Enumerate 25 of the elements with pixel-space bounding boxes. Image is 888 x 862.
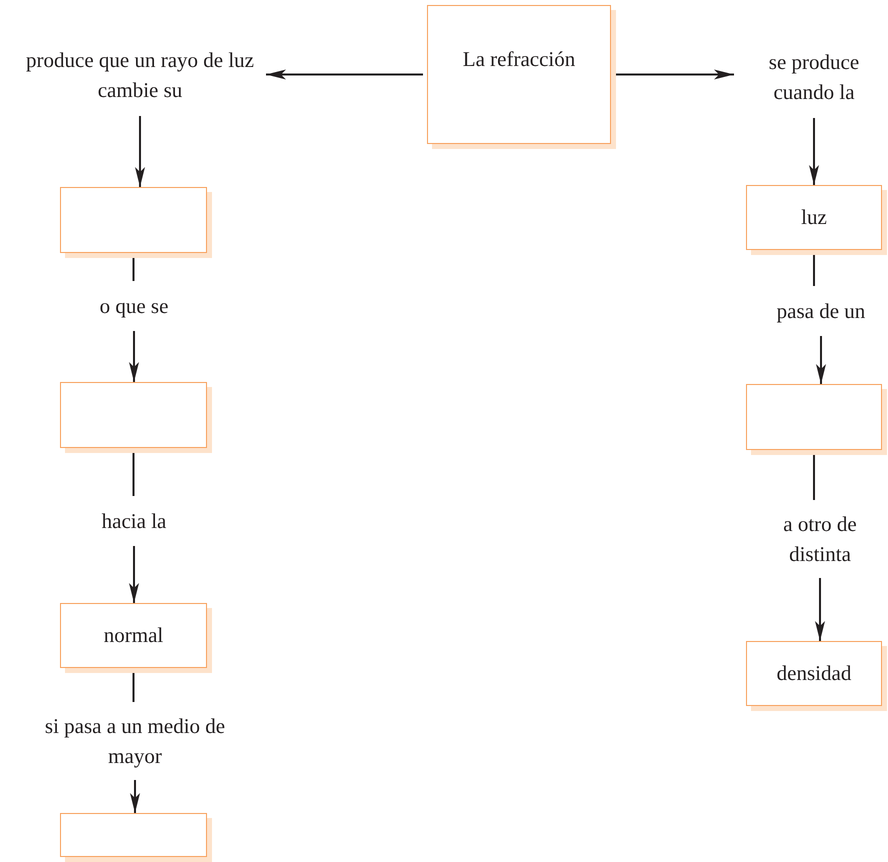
arrow <box>809 118 819 185</box>
arrow <box>129 546 139 603</box>
linking-phrase: si pasa a un medio de mayor <box>44 712 226 770</box>
arrow <box>615 70 734 80</box>
linking-phrase: o que se <box>100 292 168 320</box>
concept-label: normal <box>104 622 164 650</box>
connector-line <box>813 454 815 500</box>
arrow <box>266 70 423 80</box>
concept-label: densidad <box>776 660 852 688</box>
arrow <box>816 336 826 384</box>
arrow <box>135 116 145 187</box>
arrow <box>129 331 139 382</box>
arrow <box>130 780 140 813</box>
connector-line <box>132 257 134 281</box>
connector-line <box>813 254 815 286</box>
linking-phrase: produce que un rayo de luz cambie su <box>25 46 255 104</box>
concept-label: luz <box>801 204 827 232</box>
connector-line <box>132 452 134 496</box>
concept-label: La refracción <box>462 46 576 73</box>
connector-line <box>132 672 134 702</box>
arrow <box>815 578 825 641</box>
linking-phrase: hacia la <box>102 508 166 535</box>
linking-phrase: a otro de distinta <box>782 510 858 568</box>
linking-phrase: pasa de un <box>776 298 866 325</box>
linking-phrase: se produce cuando la <box>768 48 860 106</box>
